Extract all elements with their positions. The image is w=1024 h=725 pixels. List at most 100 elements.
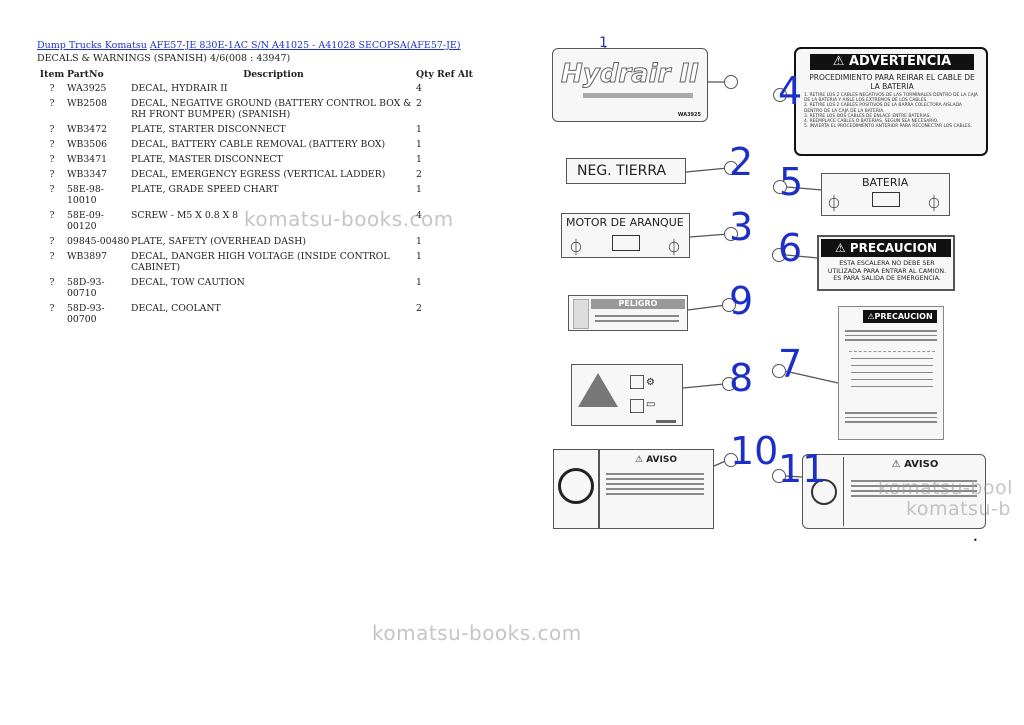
row-partno: 58E-98-10010 <box>67 184 104 206</box>
breadcrumb: Dump Trucks Komatsu AFE57-JE 830E-1AC S/… <box>37 40 461 51</box>
watermark: komatsu-books.com <box>372 621 582 645</box>
callout-1: 1 <box>599 35 608 51</box>
callout-circle <box>724 227 738 241</box>
callout-10: 10 <box>730 429 779 473</box>
callout-circle <box>724 453 738 467</box>
row-description: PLATE, GRADE SPEED CHART <box>131 184 279 195</box>
aviso-text-lines <box>602 470 708 498</box>
breadcrumb-link-model[interactable]: AFE57-JE 830E-1AC S/N A41025 - A41028 SE… <box>149 40 461 51</box>
advertencia-header: ⚠ ADVERTENCIA <box>810 54 974 70</box>
advertencia-step: 1. RETIRE LOS 2 CABLES NEGATIVOS DE LAS … <box>804 93 978 104</box>
disconnect-switch-icon: ⏀ <box>926 194 943 213</box>
callout-11: 11 <box>778 447 827 491</box>
lightning-icon <box>573 299 589 329</box>
row-partno: WB3897 <box>67 251 108 262</box>
warning-triangle-icon <box>578 373 618 407</box>
neg-tierra-decal: NEG. TIERRA <box>566 158 686 184</box>
master-disconnect-plate: BATERIA ⏀ ⏀ <box>821 173 950 216</box>
aviso11-text-lines <box>847 477 981 500</box>
table-header-row: Item PartNo Description Qty Ref Alt <box>37 66 476 82</box>
row-partno: WB3472 <box>67 124 108 135</box>
row-item: ? <box>49 124 55 135</box>
row-item: ? <box>49 236 55 247</box>
column-header-description: Description <box>243 68 304 80</box>
peligro-header: PELIGRO <box>591 299 685 309</box>
callout-circle <box>773 180 787 194</box>
row-qty: 2 <box>416 98 422 109</box>
row-item: ? <box>49 139 55 150</box>
row-description: PLATE, MASTER DISCONNECT <box>131 154 283 165</box>
watermark: komatsu-b <box>906 498 1011 520</box>
precaucion7-title: PRECAUCION <box>874 312 933 321</box>
row-description: DECAL, TOW CAUTION <box>131 277 245 288</box>
row-qty: 1 <box>416 277 422 288</box>
disconnect-switch-icon: ⏀ <box>568 238 585 257</box>
column-header-item: Item <box>39 68 65 80</box>
emergency-egress-decal: ⚠ PRECAUCION ESTA ESCALERA NO DEBE SER U… <box>817 235 955 291</box>
parts-table: Item PartNo Description Qty Ref Alt ? WA3… <box>37 66 476 328</box>
chart-footer-lines <box>843 409 939 426</box>
watermark: komatsu-bool <box>878 477 1013 499</box>
callout-4: 4 <box>778 69 803 113</box>
peligro-text-lines <box>591 312 683 325</box>
coolant-decal: ⚠ AVISO <box>802 454 986 529</box>
machine-icon: ⚙ <box>646 377 655 388</box>
column-header-partno: PartNo <box>67 68 104 80</box>
row-description: DECAL, EMERGENCY EGRESS (VERTICAL LADDER… <box>131 169 386 180</box>
row-qty: 1 <box>416 154 422 165</box>
row-qty: 1 <box>416 124 422 135</box>
row-partno: WB3506 <box>67 139 108 150</box>
disconnect-switch-icon: ⏀ <box>666 238 683 257</box>
row-partno: WA3925 <box>67 83 107 94</box>
row-partno: 09845-00480 <box>67 236 130 247</box>
row-description: DECAL, COOLANT <box>131 303 221 314</box>
chart-text-lines <box>843 327 939 344</box>
row-description: DECAL, DANGER HIGH VOLTAGE (INSIDE CONTR… <box>131 251 390 273</box>
coolant-icon <box>811 479 837 505</box>
callout-5: 5 <box>779 160 804 204</box>
precaucion-text: ESTA ESCALERA NO DEBE SER UTILIZADA PARA… <box>827 260 947 282</box>
row-item: ? <box>49 303 55 314</box>
tow-icon <box>558 468 594 504</box>
row-qty: 1 <box>416 139 422 150</box>
callout-7: 7 <box>778 342 803 386</box>
column-header-qty: Qty Ref Alt <box>416 68 473 80</box>
advertencia-step: 4. REEMPLACE CABLES O BATERIAS, SEGUN SE… <box>804 119 939 125</box>
aviso-title: AVISO <box>646 455 677 465</box>
speed-table <box>849 351 935 406</box>
row-item: ? <box>49 210 55 221</box>
breadcrumb-link-category[interactable]: Dump Trucks Komatsu <box>37 40 147 51</box>
hydrair-logo-text: Hydrair II <box>561 59 700 90</box>
bullet-mark: • <box>973 536 978 545</box>
safety-plate: ⚙ ▭ <box>571 364 683 426</box>
row-partno: 58D-93-00710 <box>67 277 105 299</box>
callout-circle <box>724 161 738 175</box>
callout-circle <box>772 248 786 262</box>
precaucion7-header: ⚠PRECAUCION <box>863 310 937 323</box>
tow-caution-decal: ⚠ AVISO <box>553 449 714 529</box>
battery-cable-warning-decal: ⚠ ADVERTENCIA PROCEDIMIENTO PARA REIRAR … <box>794 47 988 156</box>
starter-plate-text: MOTOR DE ARANQUE <box>566 216 684 229</box>
coolant-icon-panel <box>805 457 844 526</box>
square-icon <box>630 375 644 389</box>
page-title: DECALS & WARNINGS (SPANISH) 4/6(008 : 43… <box>37 53 291 64</box>
callout-9: 9 <box>729 279 754 323</box>
callout-circle <box>772 364 786 378</box>
grade-speed-chart-plate: ⚠PRECAUCION <box>838 306 944 440</box>
disconnect-switch-icon: ⏀ <box>826 194 843 213</box>
row-item: ? <box>49 83 55 94</box>
row-qty: 1 <box>416 251 422 262</box>
precaucion-header: ⚠ PRECAUCION <box>821 239 951 257</box>
advertencia-step: 5. INVIERTA EL PROCEDIMIENTO ANTERIOR PA… <box>804 124 972 130</box>
row-item: ? <box>49 154 55 165</box>
hydrair-strip <box>583 93 693 98</box>
aviso-header: ⚠ AVISO <box>634 455 677 465</box>
